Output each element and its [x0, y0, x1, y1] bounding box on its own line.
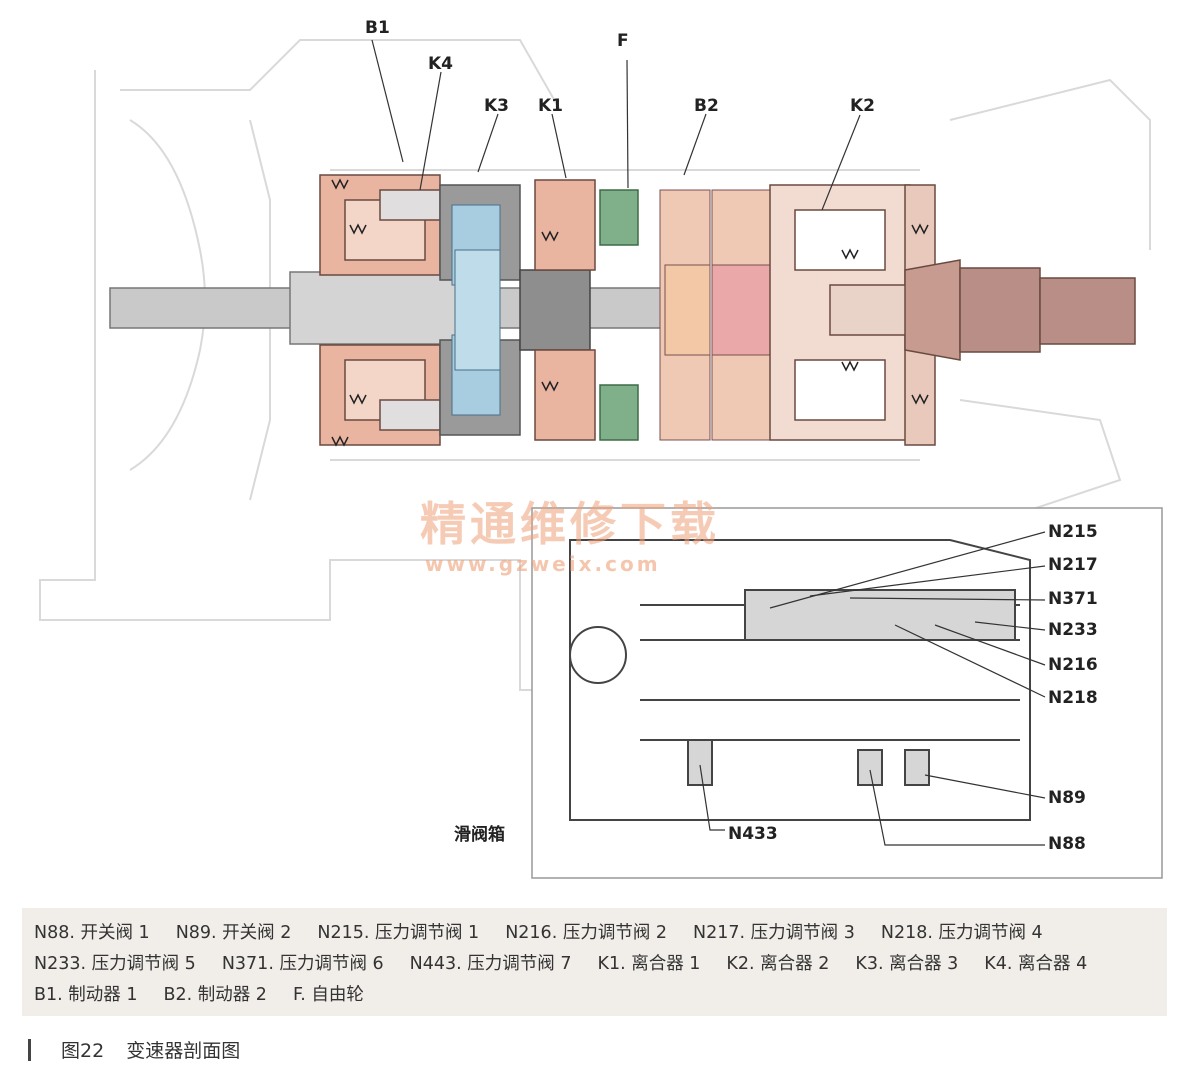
freewheel-f	[599, 189, 639, 441]
k1-clutch	[534, 179, 596, 441]
leader-lines	[371, 39, 1046, 846]
legend-item: N443. 压力调节阀 7	[409, 954, 572, 974]
legend-item: B2. 制动器 2	[163, 985, 267, 1005]
label-n88: N88	[1048, 834, 1086, 854]
watermark-title: 精通维修下载	[420, 497, 720, 551]
legend-item: N217. 压力调节阀 3	[693, 923, 855, 943]
figure-title: 变速器剖面图	[126, 1040, 241, 1062]
legend-item: N215. 压力调节阀 1	[317, 923, 480, 943]
output-shaft	[829, 259, 1136, 361]
valve-body-frame	[531, 507, 1163, 879]
legend-item: K1. 离合器 1	[597, 954, 701, 974]
label-b2: B2	[694, 96, 719, 116]
figure-number: 图22	[61, 1040, 105, 1062]
transmission-cutaway-drawing	[39, 39, 1163, 879]
label-n217: N217	[1048, 555, 1098, 575]
b1-k4-housing	[319, 174, 441, 446]
caption-bar	[28, 1038, 31, 1061]
legend-box: N88. 开关阀 1 N89. 开关阀 2 N215. 压力调节阀 1 N216. 压…	[22, 908, 1167, 1016]
label-n371: N371	[1048, 589, 1098, 609]
label-n233: N233	[1048, 620, 1098, 640]
legend-item: N216. 压力调节阀 2	[505, 923, 668, 943]
label-f: F	[617, 31, 629, 51]
legend-item: N218. 压力调节阀 4	[880, 923, 1043, 943]
label-n89: N89	[1048, 788, 1086, 808]
legend-item: K3. 离合器 3	[855, 954, 959, 974]
legend-item: F. 自由轮	[292, 985, 364, 1005]
legend-item: N88. 开关阀 1	[34, 923, 150, 943]
label-b1: B1	[365, 18, 390, 38]
label-n216: N216	[1048, 655, 1098, 675]
label-n433: N433	[728, 824, 778, 844]
label-k1: K1	[538, 96, 564, 116]
watermark-url: www.gzweix.com	[425, 552, 661, 576]
label-k4: K4	[428, 54, 454, 74]
return-springs	[331, 178, 929, 447]
legend-item: K2. 离合器 2	[726, 954, 830, 974]
label-n218: N218	[1048, 688, 1098, 708]
legend-item: B1. 制动器 1	[34, 985, 138, 1005]
valve-body-title: 滑阀箱	[454, 825, 505, 845]
transmission-cutaway-figure: 精通维修下载 www.gzweix.com B1 K4 K3 K1 F B2 K…	[39, 18, 1163, 879]
input-shaft-core	[289, 271, 471, 345]
label-k3: K3	[484, 96, 510, 116]
label-n215: N215	[1048, 522, 1098, 542]
planetary-gearset-2	[659, 189, 771, 441]
label-k2: K2	[850, 96, 876, 116]
legend-item: N233. 压力调节阀 5	[34, 954, 196, 974]
legend-item: K4. 离合器 4	[984, 954, 1088, 974]
legend-item: N371. 压力调节阀 6	[221, 954, 384, 974]
planetary-gearset-1	[451, 204, 501, 416]
central-carrier	[519, 269, 591, 351]
legend-item: N89. 开关阀 2	[175, 923, 292, 943]
figure-caption: 图22 变速器剖面图	[28, 1036, 240, 1063]
housing-outline	[39, 39, 1151, 691]
